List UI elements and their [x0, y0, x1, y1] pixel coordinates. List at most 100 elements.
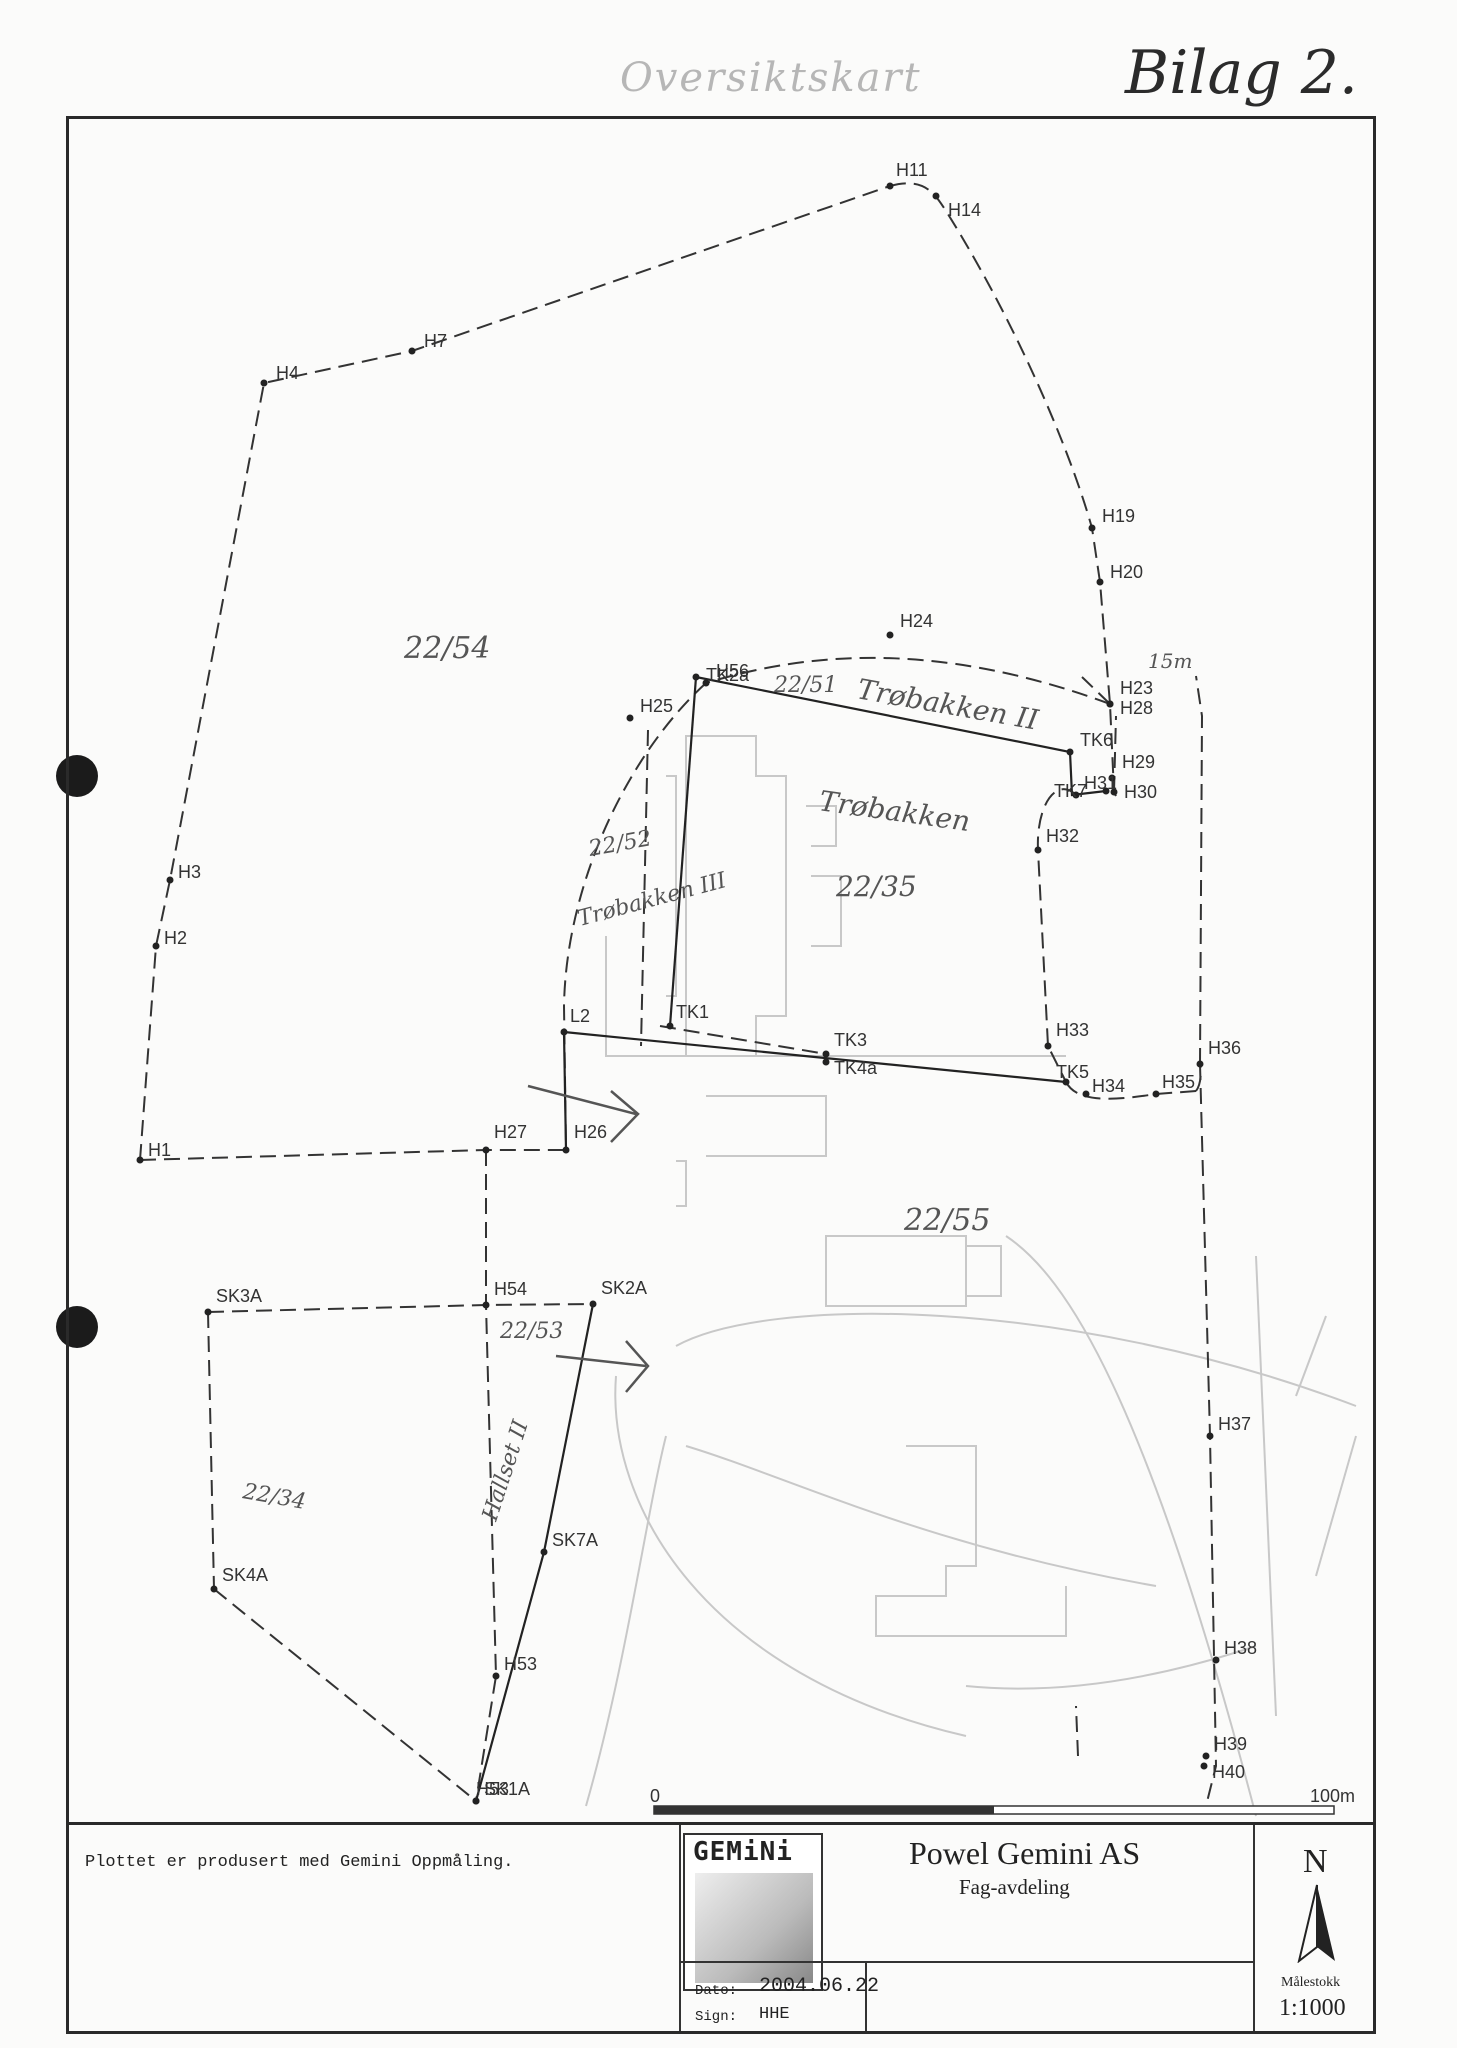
- parcel-label: 22/53: [499, 1319, 563, 1344]
- scale-bar-end: 100m: [1310, 1786, 1355, 1806]
- survey-point-label: H4: [276, 363, 299, 383]
- divider: [1253, 1825, 1255, 2031]
- survey-point-marker: [589, 1300, 597, 1308]
- survey-point-label: SK2A: [601, 1278, 647, 1298]
- survey-point-label: H7: [424, 331, 447, 351]
- logo-text: GEMiNi: [693, 1837, 793, 1867]
- parcel-label: 22/35: [835, 870, 917, 903]
- survey-point-label: H38: [1224, 1638, 1257, 1658]
- title-block: Plottet er produsert med Gemini Oppmålin…: [66, 1822, 1376, 2034]
- survey-point-marker: [1082, 1090, 1090, 1098]
- survey-point-marker: [540, 1548, 548, 1556]
- punch-hole: [56, 755, 98, 797]
- survey-point-marker: [666, 1022, 674, 1030]
- survey-point-label: TK1: [676, 1002, 709, 1022]
- survey-point-marker: [1096, 578, 1104, 586]
- survey-point-label: H2: [164, 928, 187, 948]
- survey-point-marker: [822, 1050, 830, 1058]
- sign-value: HHE: [759, 2005, 790, 2024]
- survey-point-marker: [560, 1028, 568, 1036]
- scale-bar: 0 100m: [650, 1786, 1355, 1815]
- company-name: Powel Gemini AS: [909, 1835, 1141, 1871]
- background-features: [585, 735, 1357, 1817]
- survey-point-marker: [492, 1672, 500, 1680]
- divider: [681, 1961, 1253, 1963]
- place-name: Trøbakken III: [575, 868, 730, 932]
- punch-hole: [56, 1306, 98, 1348]
- survey-point-label: TK3: [834, 1030, 867, 1050]
- survey-point-label: H35: [1162, 1072, 1195, 1092]
- survey-point-label: H26: [574, 1122, 607, 1142]
- survey-point-label: H37: [1218, 1414, 1251, 1434]
- survey-point-marker: [1200, 1762, 1208, 1770]
- annex-label: Bilag 2.: [1125, 38, 1358, 108]
- hand-arrows: [527, 1084, 650, 1393]
- survey-point-marker: [152, 942, 160, 950]
- survey-point-label: H29: [1122, 752, 1155, 772]
- place-names: Trøbakken II Trøbakken Trøbakken III Hal…: [478, 672, 1042, 1524]
- parcel-label: 22/55: [903, 1203, 990, 1238]
- survey-points: H11H14H7H4H19H20H24H56TK2aH23H28H25TK6H2…: [136, 160, 1257, 1805]
- parcel-label: 22/54: [403, 631, 490, 666]
- map-scale: 1:1000: [1279, 1995, 1346, 2021]
- survey-point-marker: [1202, 1752, 1210, 1760]
- parcel-label: 22/52: [586, 826, 654, 862]
- survey-point-label: H11: [896, 160, 928, 180]
- department-name: Fag-avdeling: [959, 1875, 1070, 1899]
- survey-point-label: TK4a: [834, 1058, 878, 1078]
- survey-point-label: H31: [1084, 773, 1117, 793]
- survey-point-marker: [204, 1308, 212, 1316]
- survey-point-label: H20: [1110, 562, 1143, 582]
- survey-point-marker: [626, 714, 634, 722]
- survey-point-label: H32: [1046, 826, 1079, 846]
- survey-point-marker: [1152, 1090, 1160, 1098]
- company-logo: GEMiNi: [683, 1833, 823, 1991]
- scale-caption: Målestokk: [1281, 1975, 1341, 1990]
- survey-point-marker: [1108, 774, 1116, 782]
- scale-bar-start: 0: [650, 1786, 660, 1806]
- place-name: Hallset II: [478, 1416, 535, 1525]
- survey-point-marker: [482, 1146, 490, 1154]
- date-value: 2004.06.22: [759, 1975, 880, 1998]
- survey-point-label: H19: [1102, 506, 1135, 526]
- survey-point-marker: [1062, 1078, 1070, 1086]
- survey-point-marker: [562, 1146, 570, 1154]
- survey-point-marker: [1212, 1656, 1220, 1664]
- survey-point-label: H33: [1056, 1020, 1089, 1040]
- sign-label: Sign:: [695, 2009, 738, 2025]
- place-name: Trøbakken: [817, 784, 972, 838]
- survey-point-label: H25: [640, 696, 673, 716]
- survey-point-marker: [210, 1585, 218, 1593]
- handwritten-map-title: Oversiktskart: [620, 55, 922, 101]
- property-map: H11H14H7H4H19H20H24H56TK2aH23H28H25TK6H2…: [136, 160, 1357, 1817]
- survey-point-label: H39: [1214, 1734, 1247, 1754]
- survey-point-label: H3: [178, 862, 201, 882]
- survey-point-marker: [822, 1058, 830, 1066]
- survey-point-label: SK7A: [552, 1530, 598, 1550]
- survey-point-marker: [482, 1301, 490, 1309]
- survey-point-label: H30: [1124, 782, 1157, 802]
- survey-point-marker: [1066, 748, 1074, 756]
- survey-point-marker: [932, 192, 940, 200]
- survey-point-marker: [1110, 788, 1118, 796]
- survey-point-marker: [1196, 1060, 1204, 1068]
- survey-point-marker: [886, 631, 894, 639]
- divider: [679, 1825, 681, 2031]
- survey-point-label: H56: [716, 661, 749, 681]
- survey-point-label: H53: [476, 1779, 509, 1799]
- survey-point-label: H27: [494, 1122, 527, 1142]
- survey-point-label: H40: [1212, 1762, 1245, 1782]
- survey-point-marker: [1106, 700, 1114, 708]
- divider: [865, 1961, 867, 2031]
- survey-point-label: H1: [148, 1140, 171, 1160]
- survey-point-label: SK1A: [484, 1779, 530, 1799]
- survey-point-label: H36: [1208, 1038, 1241, 1058]
- logo-graphic: [695, 1873, 813, 1983]
- survey-point-marker: [702, 679, 710, 687]
- survey-point-marker: [1044, 1042, 1052, 1050]
- survey-point-label: H34: [1092, 1076, 1125, 1096]
- north-arrow-icon: [1297, 1884, 1335, 1963]
- survey-point-marker: [1102, 787, 1110, 795]
- survey-point-marker: [166, 876, 174, 884]
- survey-point-label: H24: [900, 611, 933, 631]
